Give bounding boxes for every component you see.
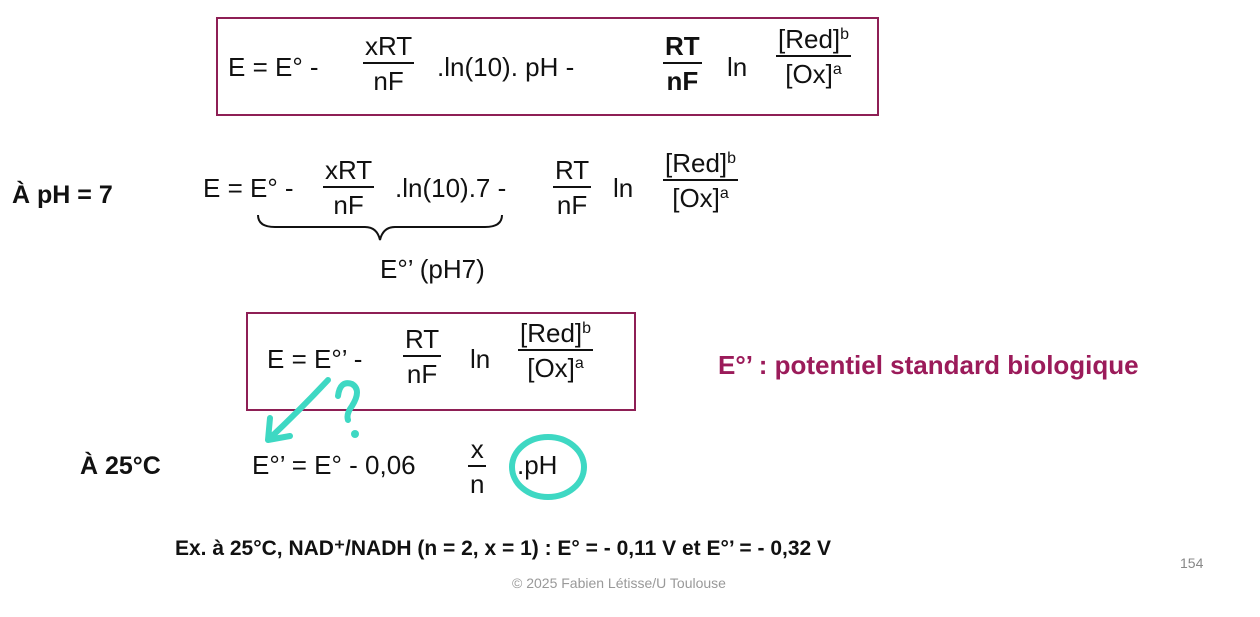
ph7-lhs: E = E° - [203,173,294,203]
numerator: [Red]b [665,148,737,178]
denominator: nF [663,62,702,94]
bio-eq-lhs: E = E°’ - [267,344,363,374]
main-eq-ln: ln [727,52,748,82]
denominator: [Ox]a [776,55,852,87]
ph7-mid: .ln(10).7 - [395,173,507,203]
numerator: [Red]b [520,318,592,348]
bio-eq-ln: ln [470,344,491,374]
ph7-fraction-rt-nf: RT nF [553,155,592,218]
main-eq-fraction-red-ox: [Red]b [Ox]a [776,24,852,87]
numerator: RT [405,324,440,354]
question-mark-icon [335,380,360,423]
t25-fraction-x-n: x n [468,434,487,497]
brace-label: E°’ (pH7) [380,254,485,284]
numerator: RT [665,31,700,61]
main-equation-box [216,17,879,116]
denominator: [Ox]a [663,179,739,211]
bio-eq-fraction-red-ox: [Red]b [Ox]a [518,318,594,381]
main-eq-fraction-xrt-nf: xRT nF [363,31,415,94]
definition-label: E°’ : potentiel standard biologique [718,350,1139,380]
arrow-icon [265,377,331,443]
denominator: nF [363,62,415,94]
ph7-label: À pH = 7 [12,181,113,209]
underbrace [257,214,503,241]
t25-lhs: E°’ = E° - 0,06 [252,450,416,480]
numerator: xRT [325,155,373,185]
numerator: xRT [365,31,413,61]
main-eq-fraction-rt-nf: RT nF [663,33,702,94]
example-text: Ex. à 25°C, NAD⁺/NADH (n = 2, x = 1) : E… [175,537,832,560]
numerator: [Red]b [778,24,850,54]
denominator: nF [323,186,375,218]
denominator: nF [553,186,592,218]
main-eq-lhs: E = E° - [228,52,319,82]
copyright: © 2025 Fabien Létisse/U Toulouse [512,575,726,591]
main-eq-mid: .ln(10). pH - [437,52,575,82]
bio-equation-box [246,312,636,411]
denominator: nF [403,355,442,387]
t25-label: À 25°C [80,452,161,480]
ph7-fraction-red-ox: [Red]b [Ox]a [663,148,739,211]
numerator: x [470,434,484,464]
denominator: [Ox]a [518,349,594,381]
numerator: RT [555,155,590,185]
bio-eq-fraction-rt-nf: RT nF [403,324,442,387]
denominator: n [468,465,487,497]
ph7-fraction-xrt-nf: xRT nF [323,155,375,218]
highlight-circle [509,434,587,500]
t25-ph: .pH [517,450,558,480]
ph7-ln: ln [613,173,634,203]
page-number: 154 [1180,555,1204,571]
